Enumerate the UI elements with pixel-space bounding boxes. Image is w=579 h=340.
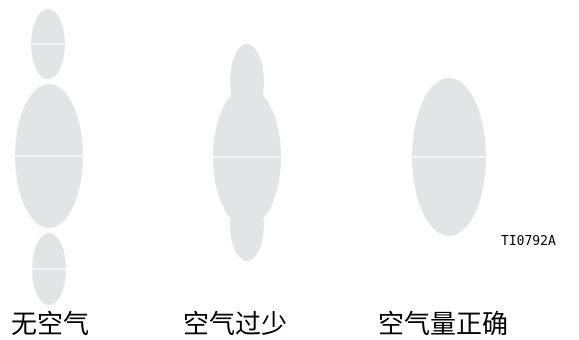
pattern-label-too-little-air: 空气过少 [183, 310, 287, 340]
spray-lobe-single [412, 78, 486, 236]
spray-lobe-bottom [32, 233, 66, 305]
spray-lobe-top [31, 9, 65, 79]
spray-lobe-middle [15, 84, 83, 228]
pattern-label-no-air: 无空气 [11, 310, 89, 340]
spray-lobe-center [213, 87, 281, 227]
pattern-label-correct-air: 空气量正确 [378, 310, 508, 340]
pattern-no-air: 无空气 [11, 9, 89, 340]
pattern-too-little-air: 空气过少 [183, 44, 287, 340]
figure-id: TI0792A [501, 234, 556, 249]
pattern-correct-air: 空气量正确 [378, 78, 508, 340]
